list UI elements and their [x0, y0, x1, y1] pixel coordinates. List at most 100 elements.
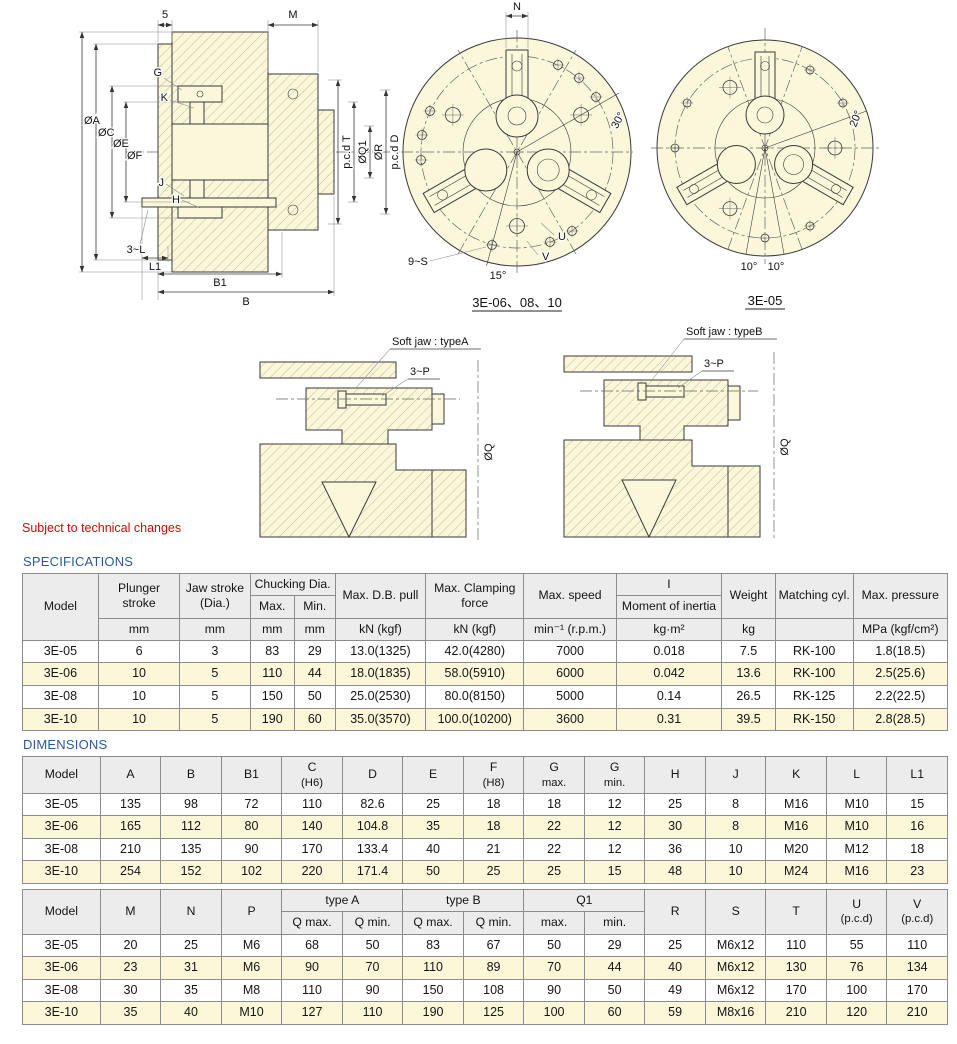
- value-cell: 0.018: [615, 639, 723, 664]
- value-cell: 254: [99, 860, 162, 885]
- soft-jaw-a-annotations: Soft jaw : typeA 3~P ØQ: [355, 335, 496, 462]
- dim1-col-e: E: [402, 756, 464, 794]
- value-cell: 2.5(25.6): [852, 662, 949, 686]
- value-cell: 70: [341, 956, 404, 980]
- value-cell: 50: [402, 860, 464, 885]
- value-cell: 13.0(1325): [334, 639, 427, 664]
- value-cell: 210: [765, 1001, 827, 1026]
- value-cell: 35.0(3570): [334, 707, 427, 732]
- value-cell: 49: [644, 978, 706, 1003]
- value-cell: 0.042: [615, 662, 723, 686]
- value-cell: 8: [704, 815, 767, 839]
- value-cell: 133.4: [341, 837, 404, 862]
- specifications-heading: SPECIFICATIONS: [23, 554, 134, 569]
- value-cell: 104.8: [341, 815, 404, 839]
- value-cell: 102: [220, 860, 283, 885]
- value-cell: 127: [281, 1001, 343, 1026]
- model-cell: 3E-10: [22, 1001, 101, 1026]
- value-cell: 23: [886, 860, 948, 885]
- value-cell: M16: [825, 860, 888, 885]
- dim-label-pcd-d: p.c.d D: [389, 135, 401, 170]
- value-cell: 110: [249, 662, 295, 686]
- dim-label-dia-r: ØR: [373, 144, 385, 161]
- unit-cell: kg: [721, 617, 776, 641]
- bolt-count-label: 3~P: [704, 358, 724, 370]
- dim1-col-d: D: [341, 756, 404, 794]
- spec-col-max-speed: Max. speed: [523, 573, 617, 619]
- section-view-drawing: 5 M G K ØA ØC ØE ØF J H 3~L L1 B1 B p.c.…: [79, 8, 402, 310]
- spec-col-inertia-symbol: I: [615, 572, 723, 597]
- value-cell: M10: [825, 815, 888, 839]
- unit-cell: kg·m²: [615, 617, 723, 641]
- angle-label-15: 15°: [490, 270, 507, 282]
- dim-label-5: 5: [162, 9, 168, 21]
- model-cell: 3E-08: [22, 685, 99, 709]
- dimensions-table-2: Model M N P type A type B Q1 R S T U(p.c…: [22, 889, 948, 1026]
- value-cell: 170: [281, 837, 343, 862]
- value-cell: M24: [765, 860, 827, 885]
- technical-changes-note: Subject to technical changes: [22, 521, 182, 535]
- value-cell: M10: [825, 792, 888, 817]
- value-cell: 83: [249, 639, 295, 664]
- value-cell: 18: [523, 792, 585, 817]
- value-cell: 39.5: [721, 707, 776, 732]
- value-cell: 100: [825, 978, 888, 1003]
- value-cell: M6x12: [704, 978, 767, 1003]
- value-cell: 60: [293, 707, 336, 732]
- value-cell: 110: [341, 1001, 404, 1026]
- value-cell: 171.4: [341, 860, 404, 885]
- value-cell: 55: [825, 933, 888, 958]
- dim2-col-typeb-qmax: Q max.: [402, 911, 464, 935]
- value-cell: 31: [160, 956, 222, 980]
- value-cell: M6: [220, 956, 283, 980]
- front-view-large-caption: 3E-06、08、10: [472, 295, 562, 310]
- spec-col-chucking-min: Min.: [293, 595, 336, 619]
- value-cell: 50: [293, 685, 336, 709]
- value-cell: 150: [249, 685, 295, 709]
- value-cell: 82.6: [341, 792, 404, 817]
- value-cell: 152: [160, 860, 222, 885]
- value-cell: 42.0(4280): [425, 639, 525, 664]
- value-cell: 50: [523, 933, 585, 958]
- soft-jaw-a-drawing: Soft jaw : typeA 3~P ØQ: [259, 335, 496, 542]
- value-cell: M6x12: [704, 933, 767, 958]
- dim-label-g: G: [153, 67, 162, 79]
- value-cell: 89: [462, 956, 525, 980]
- dim2-col-q1: Q1: [523, 889, 646, 913]
- value-cell: 36: [644, 837, 706, 862]
- value-cell: 21: [462, 837, 525, 862]
- screw-holes: [414, 58, 603, 252]
- value-cell: 140: [281, 815, 343, 839]
- value-cell: 12: [583, 792, 646, 817]
- value-cell: 40: [160, 1001, 222, 1026]
- screw-count-label: 9~S: [408, 256, 428, 268]
- value-cell: 5: [179, 685, 251, 709]
- dimension-labels: 5 M G K ØA ØC ØE ØF J H 3~L L1 B1 B p.c.…: [83, 8, 402, 310]
- value-cell: 6000: [523, 662, 617, 686]
- dim-label-m: M: [288, 9, 297, 21]
- angle-label-10-right: 10°: [768, 261, 785, 273]
- value-cell: 22: [523, 837, 585, 862]
- value-cell: 13.6: [721, 662, 776, 686]
- value-cell: 165: [99, 815, 162, 839]
- value-cell: 10: [704, 860, 767, 885]
- spec-col-chucking-dia: Chucking Dia.: [249, 572, 336, 597]
- value-cell: 5000: [523, 685, 617, 709]
- unit-cell: kN (kgf): [334, 617, 427, 641]
- dim-label-v: V: [542, 251, 550, 263]
- value-cell: 60: [583, 1001, 646, 1026]
- unit-cell: [774, 617, 854, 641]
- value-cell: 25: [160, 933, 222, 958]
- value-cell: 1.8(18.5): [852, 639, 949, 664]
- value-cell: 12: [583, 837, 646, 862]
- model-cell: 3E-10: [22, 707, 99, 732]
- value-cell: 20: [99, 933, 162, 958]
- value-cell: 18: [462, 792, 525, 817]
